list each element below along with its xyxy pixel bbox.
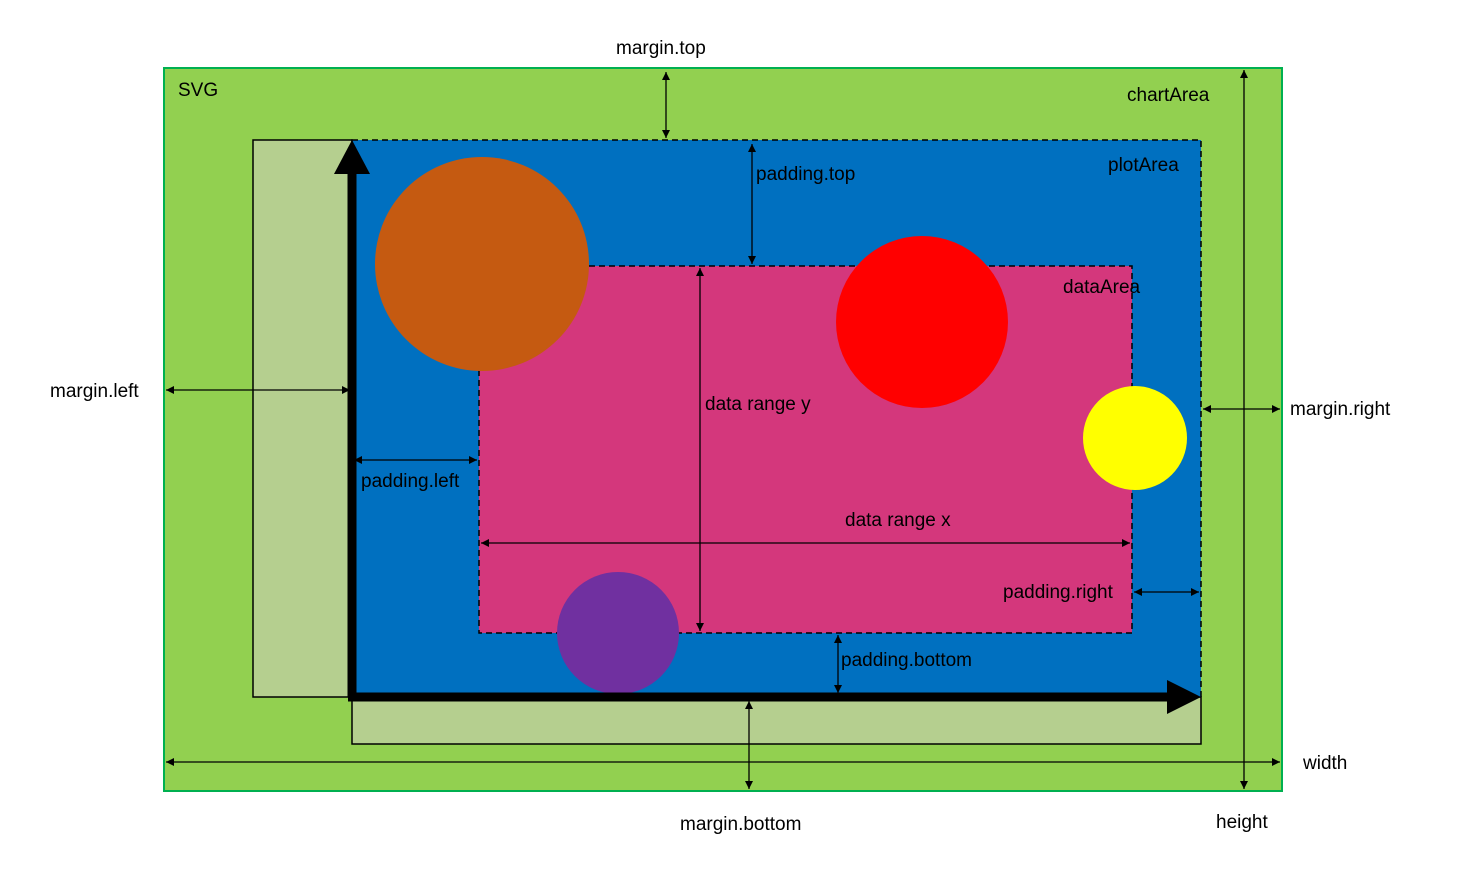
x-axis-arrowhead <box>1167 680 1201 714</box>
y-axis-arrowhead <box>334 140 370 174</box>
label-margin-bottom: margin.bottom <box>680 814 801 835</box>
label-data-area: dataArea <box>1063 277 1141 298</box>
label-height: height <box>1216 812 1268 833</box>
label-data-range-y: data range y <box>705 394 811 415</box>
label-width: width <box>1302 753 1347 774</box>
circle-purple <box>557 572 679 694</box>
circle-red <box>836 236 1008 408</box>
label-padding-bottom: padding.bottom <box>841 650 972 671</box>
label-margin-left: margin.left <box>50 381 139 402</box>
label-data-range-x: data range x <box>845 510 951 531</box>
label-padding-right: padding.right <box>1003 582 1114 603</box>
label-plot-area: plotArea <box>1108 155 1179 176</box>
label-chart-area: chartArea <box>1127 85 1210 106</box>
circle-orange <box>375 157 589 371</box>
data-area <box>478 265 1133 634</box>
y-axis-panel <box>252 139 353 698</box>
label-margin-top: margin.top <box>616 38 706 59</box>
x-axis-panel <box>351 696 1202 745</box>
label-padding-top: padding.top <box>756 164 855 185</box>
label-margin-right: margin.right <box>1290 399 1391 420</box>
label-padding-left: padding.left <box>361 471 460 492</box>
label-svg: SVG <box>178 80 218 101</box>
circle-yellow <box>1083 386 1187 490</box>
